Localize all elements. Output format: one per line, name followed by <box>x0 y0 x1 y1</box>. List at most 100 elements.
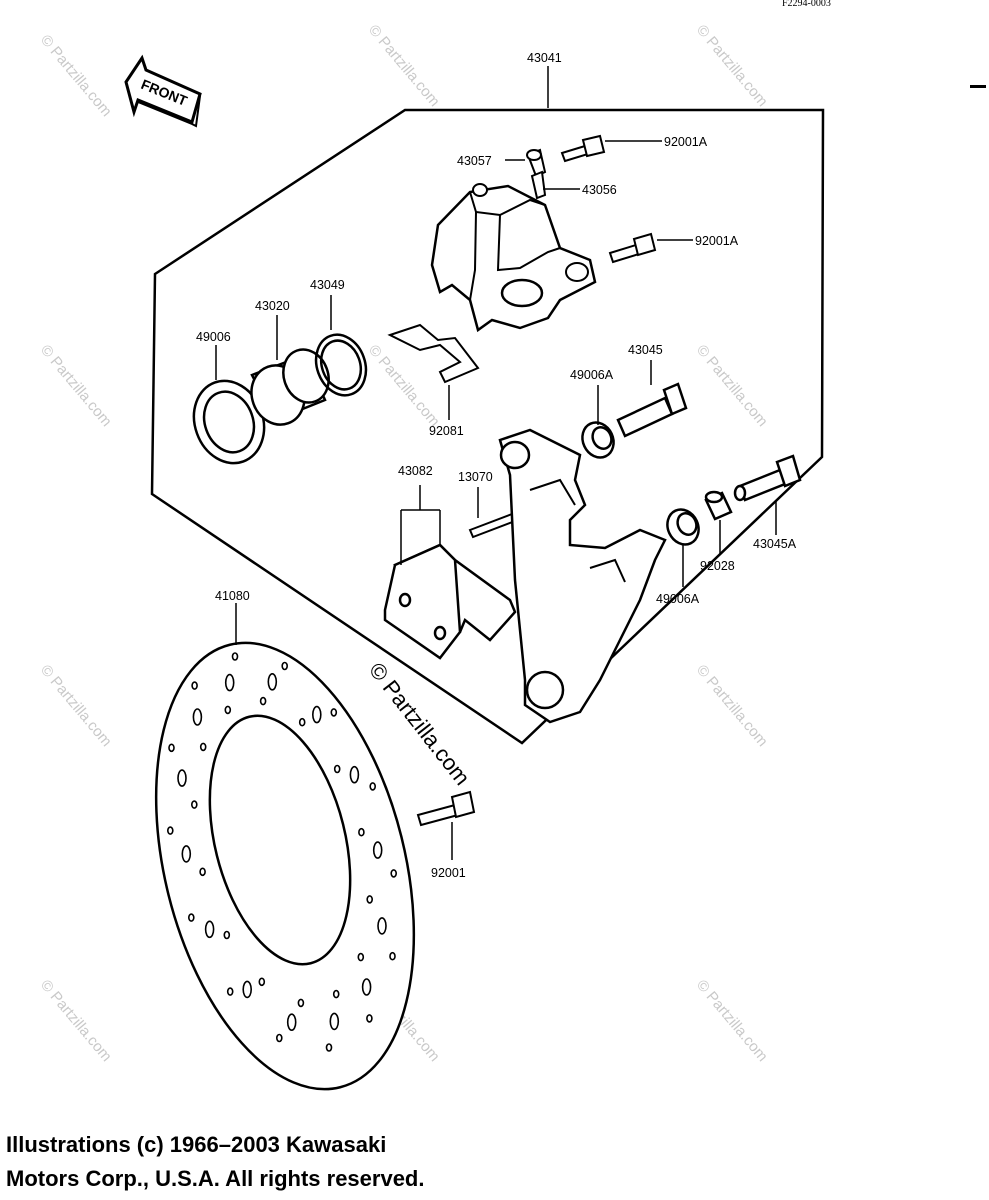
callout-43056: 43056 <box>582 183 617 197</box>
disc-hole <box>226 987 234 996</box>
disc-hole <box>389 951 396 961</box>
callout-92081: 92081 <box>429 424 464 438</box>
disc-hole <box>311 705 322 724</box>
disc-hole <box>369 782 377 791</box>
disc-hole <box>191 681 198 690</box>
disc-hole <box>223 930 231 940</box>
bleed-valve <box>526 148 547 200</box>
watermark-text: © Partzilla.com <box>37 662 115 750</box>
callout-49006A-upper: 49006A <box>570 368 614 382</box>
callout-43045A: 43045A <box>753 537 797 551</box>
disc-hole <box>275 1033 283 1043</box>
watermark-text: © Partzilla.com <box>365 22 443 110</box>
disc-hole <box>361 978 372 996</box>
slide-pin-boot-upper <box>581 421 615 459</box>
disc-hole <box>366 1014 373 1023</box>
disc-hole <box>168 743 175 753</box>
copyright-notice: Illustrations (c) 1966–2003 Kawasaki Mot… <box>6 1128 424 1196</box>
disc-hole <box>192 708 203 726</box>
caliper-bolt-upper <box>560 134 606 163</box>
disc-hole <box>224 705 232 715</box>
callout-43049: 43049 <box>310 278 345 292</box>
dust-seal <box>192 379 266 465</box>
watermark-text: © Partzilla.com <box>37 342 115 430</box>
disc-hole <box>242 980 252 999</box>
slide-pin-upper <box>616 382 688 438</box>
watermark-text: © Partzilla.com <box>365 342 443 430</box>
pad-pin <box>468 512 517 539</box>
callout-92001A-lower: 92001A <box>695 234 739 248</box>
pin-sleeve <box>704 490 733 521</box>
caliper-body <box>430 183 597 333</box>
disc-hole <box>349 765 360 784</box>
disc-hole <box>332 989 340 999</box>
disc-hole <box>167 826 174 835</box>
disc-hole <box>267 672 278 691</box>
watermark-text: © Partzilla.com <box>693 662 771 750</box>
disc-hole <box>330 708 338 717</box>
disc-hole <box>297 998 305 1008</box>
caliper-bracket <box>498 428 667 724</box>
disc-hole <box>325 1043 333 1052</box>
slide-pin-boot-lower <box>666 508 700 546</box>
disc-hole <box>372 841 383 859</box>
disc-hole <box>298 717 306 727</box>
disc-hole <box>199 867 206 877</box>
piston <box>250 348 330 426</box>
callout-43057: 43057 <box>457 154 492 168</box>
disc-hole <box>177 769 187 787</box>
brake-pads <box>383 543 517 660</box>
watermark-text: © Partzilla.com <box>693 342 771 430</box>
watermark-text: © Partzilla.com <box>37 977 115 1065</box>
disc-hole <box>358 827 365 837</box>
brake-disc <box>154 641 416 1091</box>
pad-spring <box>387 323 480 384</box>
disc-hole <box>181 845 192 863</box>
disc-hole <box>188 913 195 922</box>
slide-pin-lower <box>733 454 802 502</box>
callout-43045: 43045 <box>628 343 663 357</box>
disc-hole <box>390 869 398 878</box>
disc-hole <box>224 673 235 692</box>
disc-hole <box>281 661 289 671</box>
disc-hole <box>286 1013 297 1032</box>
disc-hole <box>366 895 374 904</box>
disc-holes <box>167 652 398 1052</box>
center-watermark: © Partzilla.com <box>364 658 475 790</box>
leader-lines <box>215 66 777 860</box>
watermark-text: © Partzilla.com <box>693 977 771 1065</box>
callout-92001: 92001 <box>431 866 466 880</box>
disc-hole <box>259 696 267 706</box>
figure-code: F2294-0003 <box>782 0 831 9</box>
front-arrow: FRONT <box>124 54 202 128</box>
callout-49006: 49006 <box>196 330 231 344</box>
callout-43020: 43020 <box>255 299 290 313</box>
watermark-text: © Partzilla.com <box>37 32 115 120</box>
disc-hole <box>199 742 207 752</box>
callout-92001A-upper: 92001A <box>664 135 708 149</box>
callout-41080: 41080 <box>215 589 250 603</box>
disc-hole <box>258 977 266 987</box>
disc-hole <box>329 1012 340 1031</box>
callout-43082: 43082 <box>398 464 433 478</box>
disc-hole <box>357 952 365 962</box>
callout-43041: 43041 <box>527 51 562 65</box>
callout-49006A-lower: 49006A <box>656 592 700 606</box>
piston-seal <box>314 333 368 397</box>
caliper-assembly-outline <box>150 108 825 745</box>
watermark-text: © Partzilla.com <box>693 22 771 110</box>
disc-hole <box>191 800 198 809</box>
margin-dash <box>970 85 986 88</box>
disc-hole <box>333 764 341 774</box>
disc-hole <box>204 920 215 939</box>
disc-bolt <box>416 790 476 827</box>
copyright-line-1: Illustrations (c) 1966–2003 Kawasaki <box>6 1132 387 1157</box>
callout-labels: 43041 92001A 43057 43056 92001A 43049 43… <box>196 51 797 880</box>
disc-hole <box>231 652 239 661</box>
copyright-line-2: Motors Corp., U.S.A. All rights reserved… <box>6 1166 425 1191</box>
caliper-bolt-lower <box>608 232 657 264</box>
disc-hole <box>377 917 387 935</box>
callout-13070: 13070 <box>458 470 493 484</box>
callout-92028: 92028 <box>700 559 735 573</box>
